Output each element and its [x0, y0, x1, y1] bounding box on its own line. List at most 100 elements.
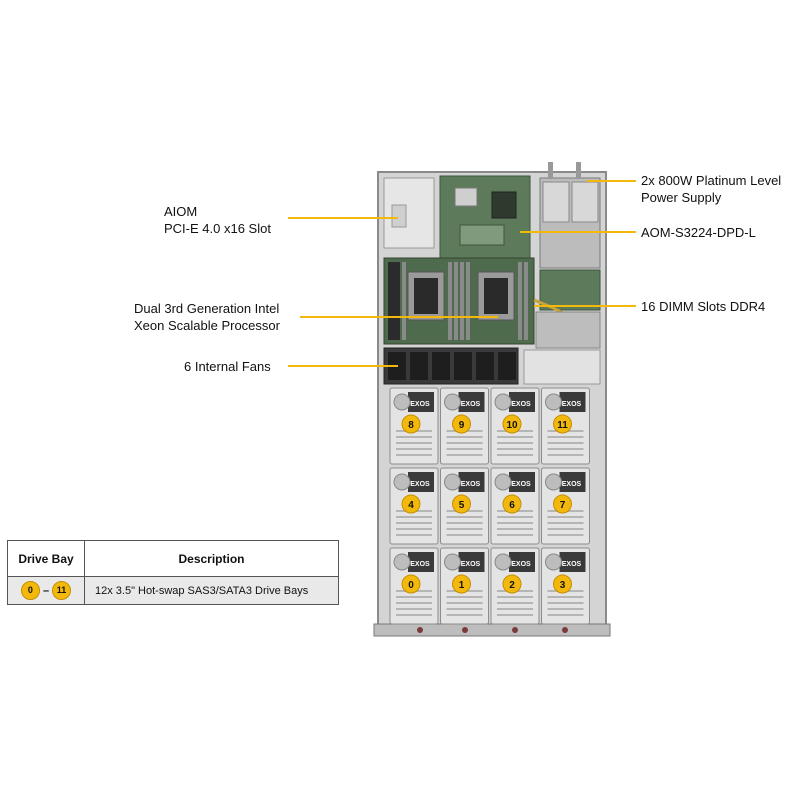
label-cpu-line1: Dual 3rd Generation Intel	[134, 301, 280, 316]
drive-label-line	[547, 608, 584, 610]
chassis-front-bezel	[373, 623, 611, 637]
power-distribution-board	[539, 269, 601, 311]
bay-description: 12x 3.5" Hot-swap SAS3/SATA3 Drive Bays	[84, 576, 339, 605]
drive-disc-icon	[444, 553, 461, 571]
range-separator: –	[42, 584, 50, 597]
drive-disc-icon	[494, 553, 512, 571]
table-header-row: Drive Bay Description	[7, 540, 339, 577]
drive-label-line	[547, 528, 584, 530]
drive-label-line	[497, 436, 533, 438]
power-supply-1	[542, 181, 570, 223]
drive-brand-text: EXOS	[410, 401, 430, 408]
header-description: Description	[84, 540, 339, 577]
drive-number-label: 11	[557, 420, 568, 431]
drive-label-line	[497, 534, 533, 536]
drive-label-line	[547, 602, 584, 604]
drive-label-plate	[458, 552, 485, 572]
drive-number-label: 2	[509, 580, 515, 591]
cpu-2	[484, 278, 508, 314]
cable-channel	[535, 311, 601, 349]
table-row: 0–11 12x 3.5" Hot-swap SAS3/SATA3 Drive …	[7, 576, 339, 605]
drive-label-line	[497, 614, 533, 616]
drive-label-line	[396, 608, 432, 610]
label-psu: 2x 800W Platinum Level Power Supply	[641, 172, 781, 206]
drive-disc-icon	[545, 473, 562, 491]
drive-bay-table: Drive Bay Description 0–11 12x 3.5" Hot-…	[7, 540, 339, 605]
drive-number-label: 9	[459, 420, 465, 431]
drive-label-line	[396, 596, 432, 598]
power-supply-2	[571, 181, 599, 223]
drive-label-line	[547, 614, 584, 616]
drive-disc-icon	[545, 393, 562, 411]
drive-label-plate	[509, 472, 535, 492]
drive-label-line	[446, 454, 483, 456]
drive-disc-icon	[494, 393, 512, 411]
drive-brand-text: EXOS	[511, 561, 531, 568]
bezel-screw	[512, 627, 518, 633]
drive-label-line	[396, 522, 432, 524]
drive-number-label: 10	[506, 420, 518, 431]
drive-label-plate	[408, 472, 434, 492]
drive-label-line	[497, 596, 533, 598]
drive-label-line	[497, 608, 533, 610]
drive-label-line	[446, 516, 483, 518]
aiom-slot	[391, 204, 407, 228]
drive-brand-text: EXOS	[461, 401, 481, 408]
drive-label-line	[396, 602, 432, 604]
drive-label-line	[446, 608, 483, 610]
drive-label-line	[547, 454, 584, 456]
drive-disc-icon	[393, 553, 411, 571]
drive-number-label: 4	[408, 500, 414, 511]
drive-label-plate	[559, 552, 586, 572]
drive-disc-icon	[494, 473, 512, 491]
bezel-screw	[417, 627, 423, 633]
drive-label-plate	[559, 472, 586, 492]
drive-label-line	[396, 534, 432, 536]
drive-label-line	[446, 522, 483, 524]
drive-label-line	[547, 596, 584, 598]
drive-number-badge	[401, 414, 421, 434]
drive-number-badge	[452, 414, 471, 434]
drive-brand-text: EXOS	[410, 561, 430, 568]
drive-label-line	[396, 448, 432, 450]
drive-number-label: 3	[560, 580, 566, 591]
drive-label-plate	[458, 472, 485, 492]
label-fans: 6 Internal Fans	[184, 359, 271, 374]
air-shroud	[523, 349, 601, 385]
label-aom: AOM-S3224-DPD-L	[641, 225, 756, 240]
drive-label-line	[446, 448, 483, 450]
drive-label-line	[396, 614, 432, 616]
drive-label-line	[497, 602, 533, 604]
drive-number-badge	[553, 414, 572, 434]
drive-brand-text: EXOS	[562, 561, 582, 568]
drive-number-label: 8	[408, 420, 414, 431]
label-cpu-line2: Xeon Scalable Processor	[134, 318, 280, 333]
drive-label-plate	[408, 552, 434, 572]
drive-disc-icon	[393, 473, 411, 491]
drive-number-badge	[553, 494, 572, 514]
drive-disc-icon	[444, 473, 461, 491]
drive-bay-2: EXOS 2	[490, 547, 540, 625]
drive-label-line	[547, 516, 584, 518]
drive-brand-text: EXOS	[562, 401, 582, 408]
drive-bay-3: EXOS 3	[541, 547, 590, 625]
label-aiom: AIOM PCI-E 4.0 x16 Slot	[164, 203, 271, 237]
aom-card	[459, 224, 505, 246]
drive-bay-11: EXOS 11	[541, 387, 590, 465]
drive-label-line	[396, 528, 432, 530]
drive-label-line	[547, 534, 584, 536]
psu-handle	[548, 162, 553, 178]
drive-label-plate	[559, 392, 586, 412]
drive-label-line	[396, 436, 432, 438]
drive-disc-icon	[444, 393, 461, 411]
cpu-1	[414, 278, 438, 314]
drive-label-line	[497, 454, 533, 456]
drive-disc-icon	[545, 553, 562, 571]
drive-label-line	[497, 528, 533, 530]
drive-grid: EXOS8EXOS9EXOS10EXOS11EXOS4EXOS5EXOS6EXO…	[389, 387, 590, 625]
